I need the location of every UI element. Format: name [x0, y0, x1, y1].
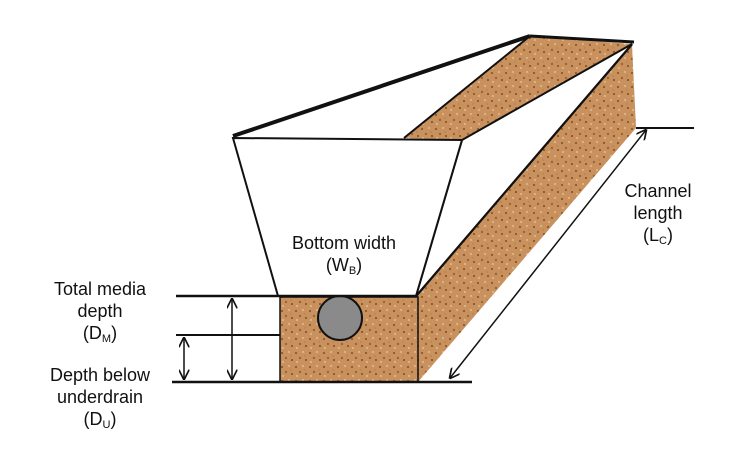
- bottom-width-label: Bottom width (WB): [276, 232, 412, 282]
- underdrain-pipe: [317, 295, 363, 341]
- total-media-depth-symbol: (DM): [82, 323, 118, 345]
- channel-length-symbol: (LC): [643, 225, 673, 247]
- depth-below-underdrain-symbol: (DU): [83, 409, 117, 431]
- total-media-depth-line1: Total media: [53, 279, 147, 299]
- depth-below-underdrain-label: Depth below underdrain (DU): [34, 364, 166, 436]
- total-media-depth-label: Total media depth (DM): [34, 278, 166, 350]
- channel-length-line2: length: [633, 203, 683, 223]
- top-rim-right: [403, 35, 531, 139]
- total-media-depth-line2: depth: [77, 301, 123, 321]
- far-media-strip: [404, 36, 632, 140]
- depth-below-underdrain-line1: Depth below: [49, 365, 151, 385]
- channel-length-label: Channel length (LC): [620, 180, 696, 252]
- channel-length-line1: Channel: [624, 181, 692, 201]
- top-rim-back: [529, 34, 635, 44]
- depth-below-underdrain-line2: underdrain: [56, 387, 144, 407]
- channel-length-arrow: [450, 130, 646, 378]
- bottom-width-symbol: (WB): [325, 255, 363, 277]
- top-rim-left: [232, 34, 531, 138]
- bottom-width-line1: Bottom width: [291, 233, 397, 253]
